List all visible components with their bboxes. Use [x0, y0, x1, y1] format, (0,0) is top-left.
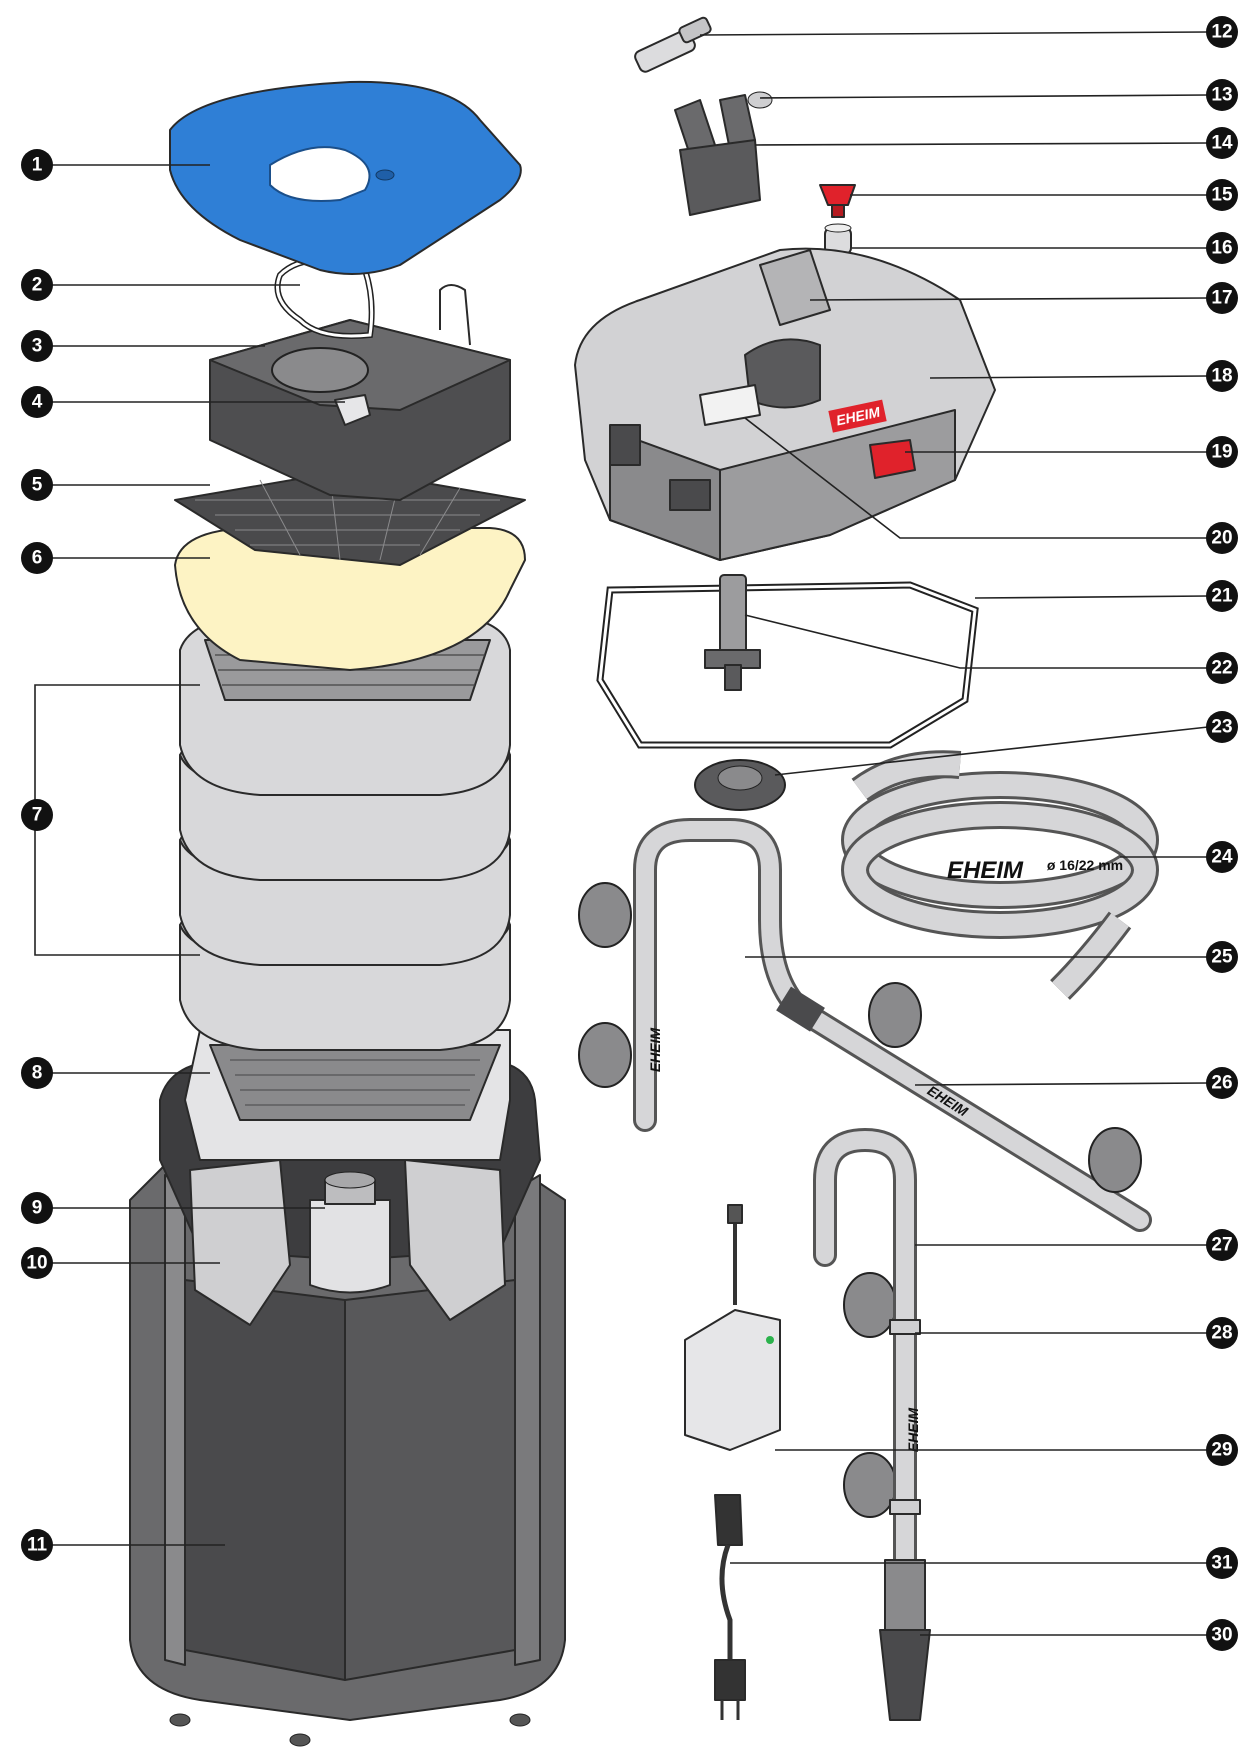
callout-12: 12	[1206, 16, 1238, 48]
callout-8: 8	[21, 1057, 53, 1089]
impeller-cover	[694, 759, 786, 811]
pump-housing-insert	[309, 1171, 391, 1294]
svg-text:23: 23	[1211, 717, 1232, 738]
callout-6: 6	[21, 542, 53, 574]
callout-25: 25	[1206, 941, 1238, 973]
callout-15: 15	[1206, 179, 1238, 211]
intake-strainer	[879, 1559, 931, 1721]
callout-17: 17	[1206, 282, 1238, 314]
callout-11: 11	[21, 1529, 53, 1561]
svg-text:31: 31	[1211, 1553, 1233, 1574]
callout-7: 7	[21, 799, 53, 831]
svg-text:12: 12	[1211, 22, 1232, 43]
svg-text:18: 18	[1211, 366, 1232, 387]
svg-text:28: 28	[1211, 1323, 1232, 1344]
callout-30: 30	[1206, 1619, 1238, 1651]
intake-pipe: EHEIM	[633, 818, 812, 1132]
callout-16: 16	[1206, 232, 1238, 264]
pump-intake-port	[744, 249, 831, 409]
canister-body	[129, 1059, 566, 1747]
callout-18: 18	[1206, 360, 1238, 392]
callout-21: 21	[1206, 580, 1238, 612]
spray-bar: EHEIM	[776, 986, 1152, 1232]
svg-text:19: 19	[1211, 442, 1232, 463]
connection-coupling	[674, 91, 773, 216]
leader-lines	[34, 31, 1209, 1636]
outlet-pipe: EHEIM	[813, 1127, 921, 1572]
svg-text:3: 3	[32, 336, 43, 357]
svg-text:EHEIM: EHEIM	[947, 857, 1024, 884]
svg-text:16: 16	[1211, 238, 1232, 259]
svg-text:26: 26	[1211, 1073, 1232, 1094]
svg-text:6: 6	[32, 548, 43, 569]
callout-5: 5	[21, 469, 53, 501]
svg-text:1: 1	[32, 155, 43, 176]
hose-coil: EHEIM ø 16/22 mm	[841, 750, 1159, 1000]
svg-text:29: 29	[1211, 1440, 1232, 1461]
svg-text:25: 25	[1211, 947, 1233, 968]
callout-26: 26	[1206, 1067, 1238, 1099]
impeller-shaft	[704, 574, 761, 691]
svg-text:21: 21	[1211, 586, 1233, 607]
svg-text:22: 22	[1211, 658, 1232, 679]
svg-text:15: 15	[1211, 185, 1233, 206]
pipe-clip	[889, 1319, 921, 1515]
callout-2: 2	[21, 269, 53, 301]
svg-text:13: 13	[1211, 85, 1232, 106]
callout-9: 9	[21, 1192, 53, 1224]
callout-24: 24	[1206, 841, 1238, 873]
svg-text:27: 27	[1211, 1235, 1232, 1256]
adapter-piece	[634, 16, 712, 73]
svg-text:20: 20	[1211, 528, 1232, 549]
pump-head-seal	[596, 581, 979, 749]
filter-module-stack	[179, 614, 511, 1051]
info-label	[699, 384, 761, 426]
svg-text:8: 8	[32, 1063, 43, 1084]
svg-text:14: 14	[1211, 133, 1233, 154]
svg-text:9: 9	[32, 1198, 43, 1219]
svg-text:2: 2	[32, 275, 43, 296]
callout-22: 22	[1206, 652, 1238, 684]
callout-3: 3	[21, 330, 53, 362]
power-supply	[684, 1204, 781, 1451]
bottom-filter-module	[184, 1029, 511, 1161]
power-plug	[714, 1494, 746, 1720]
callout-31: 31	[1206, 1547, 1238, 1579]
callout-13: 13	[1206, 79, 1238, 111]
callout-10: 10	[21, 1247, 53, 1279]
svg-text:EHEIM: EHEIM	[905, 1407, 921, 1452]
svg-text:24: 24	[1211, 847, 1233, 868]
filter-basket-top	[209, 284, 511, 501]
callout-20: 20	[1206, 522, 1238, 554]
callout-27: 27	[1206, 1229, 1238, 1261]
svg-text:11: 11	[27, 1535, 48, 1556]
svg-text:4: 4	[32, 392, 43, 413]
callout-29: 29	[1206, 1434, 1238, 1466]
callout-4: 4	[21, 386, 53, 418]
callout-19: 19	[1206, 436, 1238, 468]
svg-text:EHEIM: EHEIM	[647, 1027, 663, 1072]
svg-text:10: 10	[26, 1253, 47, 1274]
svg-text:30: 30	[1211, 1625, 1232, 1646]
svg-text:7: 7	[32, 805, 43, 826]
svg-text:17: 17	[1211, 288, 1232, 309]
callout-28: 28	[1206, 1317, 1238, 1349]
svg-text:5: 5	[32, 475, 43, 496]
callout-1: 1	[21, 149, 53, 181]
red-button	[869, 439, 916, 479]
svg-text:ø 16/22 mm: ø 16/22 mm	[1047, 857, 1123, 873]
callout-14: 14	[1206, 127, 1238, 159]
blue-lid	[169, 80, 522, 275]
callout-23: 23	[1206, 711, 1238, 743]
locking-clip	[189, 1159, 506, 1326]
red-valve	[819, 184, 856, 218]
